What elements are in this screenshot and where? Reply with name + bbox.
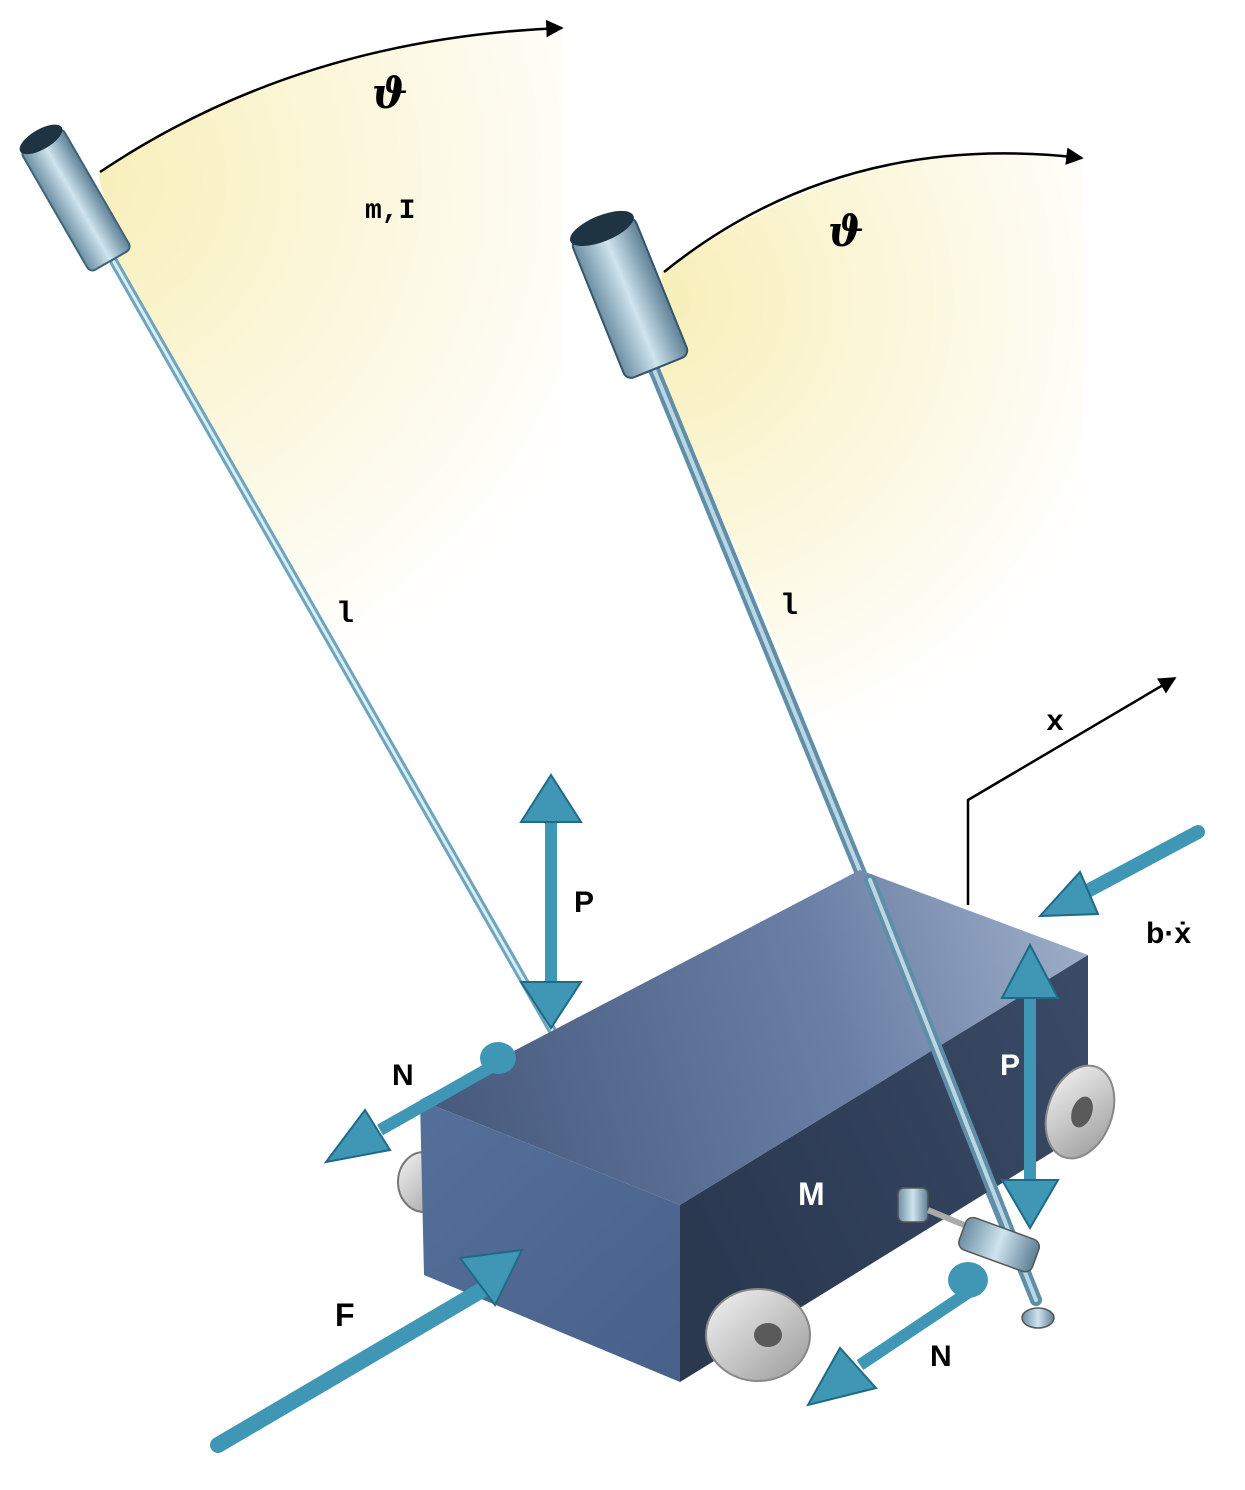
force-label: F (335, 1297, 355, 1333)
applied-force-arrow (210, 1248, 524, 1453)
cart-mass-label: M (798, 1176, 825, 1212)
cart-side-face (680, 955, 1088, 1382)
theta-label-right: ϑ (828, 207, 864, 256)
swept-area-left (98, 28, 562, 1030)
cart-front-face (420, 1100, 680, 1382)
cart-top-face (420, 870, 1088, 1205)
swept-area-right (662, 153, 1082, 900)
reaction-p-label-right: P (1000, 1049, 1020, 1082)
reaction-p-label-left: P (574, 886, 594, 919)
damping-label: b·ẋ (1146, 917, 1191, 950)
pendulum-bob-right (570, 210, 689, 379)
reaction-n-arrow-left (323, 1042, 516, 1164)
theta-arc-right (663, 147, 1084, 273)
x-axis-arrow (966, 676, 1177, 905)
pivot-axle (897, 1187, 1055, 1329)
wheel-right-back (1044, 1064, 1116, 1160)
reaction-n-label-right: N (930, 1340, 952, 1373)
theta-label-left: ϑ (372, 69, 408, 118)
reaction-p-arrow-right (1000, 942, 1060, 1230)
cart (420, 870, 1088, 1382)
reaction-n-label-left: N (392, 1059, 414, 1092)
length-label-right: l (780, 590, 798, 624)
length-label-left: l (336, 598, 354, 632)
wheel-front (705, 1288, 811, 1382)
mass-inertia-label: m,I (365, 196, 415, 227)
reaction-p-arrow-left (519, 773, 583, 1030)
pendulum-bob-left (19, 124, 131, 272)
theta-arc-left (99, 19, 564, 174)
x-axis-label: x (1046, 706, 1064, 740)
reaction-n-arrow-right (805, 1262, 988, 1407)
damping-force-arrow (1037, 825, 1205, 918)
